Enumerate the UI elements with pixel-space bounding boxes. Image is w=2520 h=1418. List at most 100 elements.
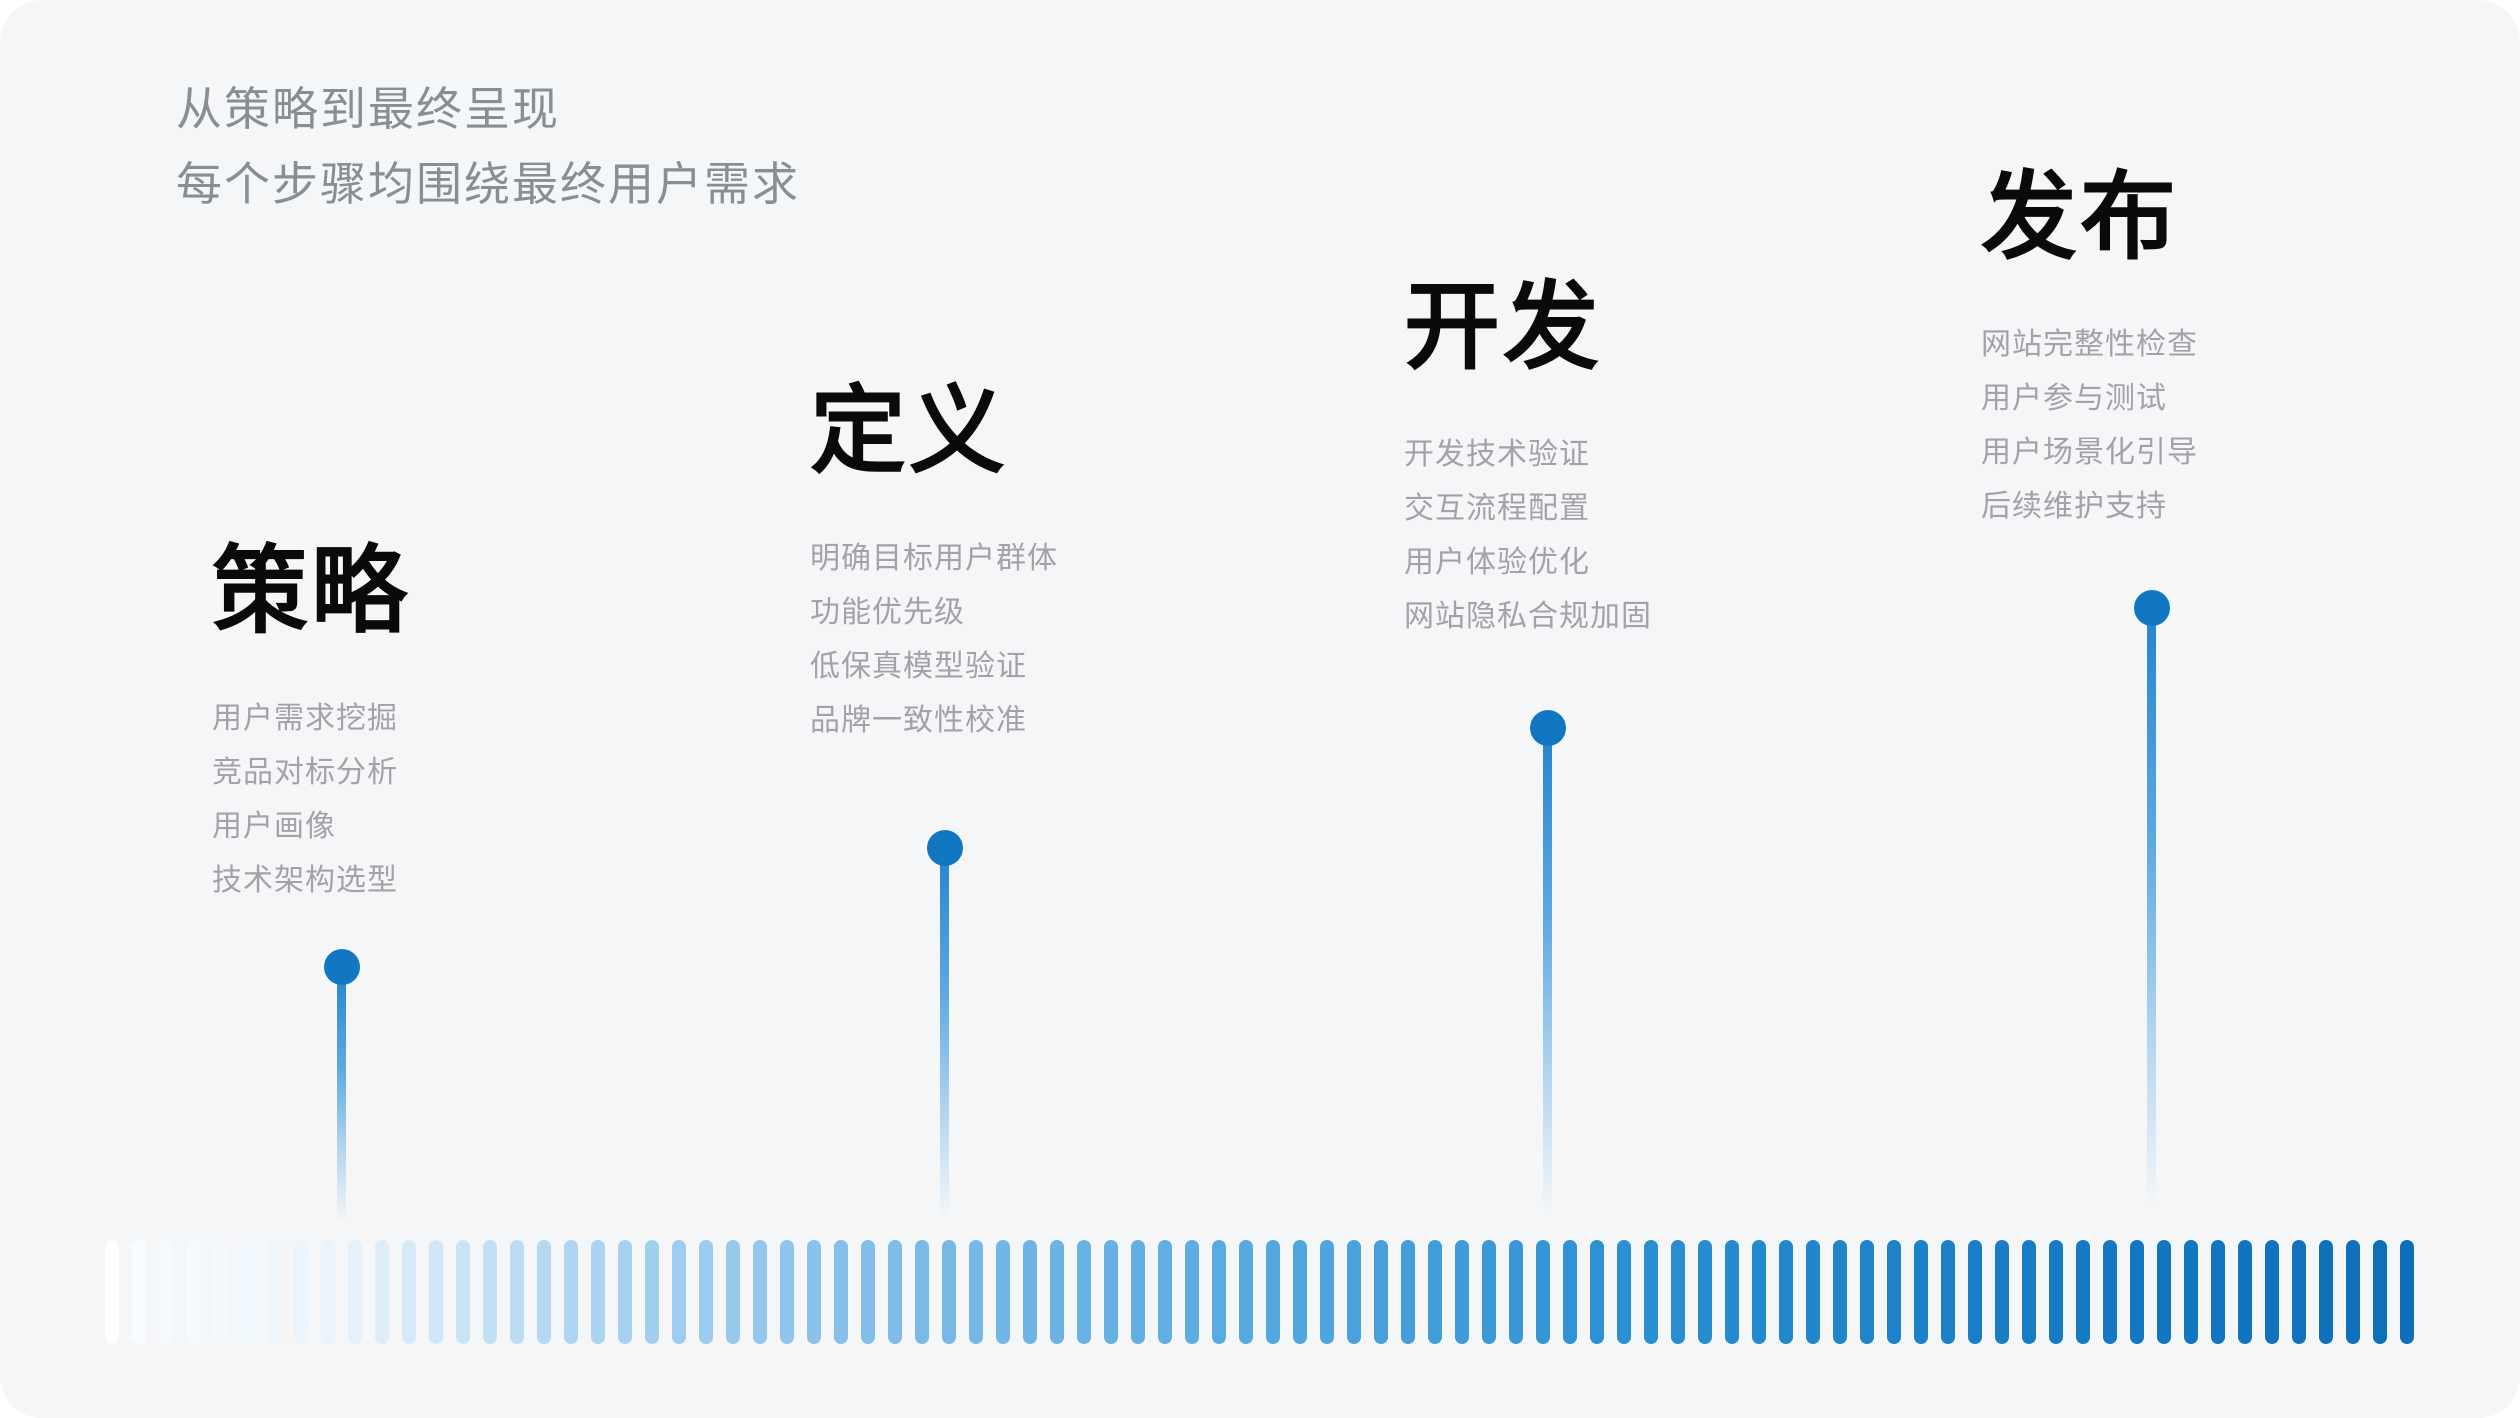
timeline-bar [2157, 1240, 2171, 1344]
timeline-bar [159, 1240, 173, 1344]
timeline-bar [429, 1240, 443, 1344]
timeline-bar [1320, 1240, 1334, 1344]
timeline-bar [2211, 1240, 2225, 1344]
timeline-bar [1428, 1240, 1442, 1344]
stage-strategy-stem [337, 967, 346, 1233]
timeline-bar [888, 1240, 902, 1344]
timeline-bar [780, 1240, 794, 1344]
stage-strategy-dot [324, 949, 360, 985]
stage-launch-dot [2134, 590, 2170, 626]
timeline-bar [1968, 1240, 1982, 1344]
timeline-bar [1752, 1240, 1766, 1344]
stage-launch-title: 发布 [1981, 164, 2179, 271]
stage-item: 技术架构选型 [212, 864, 398, 897]
timeline-bar [1050, 1240, 1064, 1344]
timeline-bar [807, 1240, 821, 1344]
timeline-bar [1401, 1240, 1415, 1344]
timeline-bar [564, 1240, 578, 1344]
timeline-bar [672, 1240, 686, 1344]
timeline-bar [1617, 1240, 1631, 1344]
stage-item: 网站隐私合规加固 [1404, 600, 1652, 633]
timeline-bar [2292, 1240, 2306, 1344]
timeline-bar [969, 1240, 983, 1344]
timeline-bar [2022, 1240, 2036, 1344]
timeline-bar [1725, 1240, 1739, 1344]
timeline-bar [996, 1240, 1010, 1344]
timeline-bar [2346, 1240, 2360, 1344]
stage-define-items: 明确目标用户群体功能优先级低保真模型验证品牌一致性校准 [810, 532, 1058, 748]
timeline-bar [1833, 1240, 1847, 1344]
stage-strategy-title: 策略 [212, 538, 410, 645]
stage-develop-stem [1543, 728, 1552, 1233]
stage-strategy: 策略 用户需求挖掘竞品对标分析用户画像技术架构选型 [212, 544, 410, 908]
timeline-bar [1077, 1240, 1091, 1344]
timeline-bar [1482, 1240, 1496, 1344]
timeline-bar [2265, 1240, 2279, 1344]
timeline-bar [1563, 1240, 1577, 1344]
timeline-bar [699, 1240, 713, 1344]
header-line-2: 每个步骤均围绕最终用户需求 [176, 158, 800, 210]
timeline-bar [1185, 1240, 1199, 1344]
stage-develop-dot [1530, 710, 1566, 746]
stage-define: 定义 明确目标用户群体功能优先级低保真模型验证品牌一致性校准 [810, 384, 1058, 748]
timeline-bar [2238, 1240, 2252, 1344]
stage-item: 网站完整性检查 [1981, 328, 2198, 361]
stage-item: 用户画像 [212, 810, 336, 843]
timeline-bar [1860, 1240, 1874, 1344]
stage-develop: 开发 开发技术验证交互流程配置用户体验优化网站隐私合规加固 [1404, 280, 1652, 644]
stage-item: 竞品对标分析 [212, 756, 398, 789]
stage-develop-items: 开发技术验证交互流程配置用户体验优化网站隐私合规加固 [1404, 428, 1652, 644]
timeline-bar [1158, 1240, 1172, 1344]
timeline-bar [942, 1240, 956, 1344]
timeline-bar [1104, 1240, 1118, 1344]
header-line-1: 从策略到最终呈现 [176, 83, 560, 135]
timeline-bar [2103, 1240, 2117, 1344]
timeline-bar [105, 1240, 119, 1344]
timeline-bar [1671, 1240, 1685, 1344]
timeline-gradient-bars [105, 1240, 2415, 1344]
timeline-bar [1347, 1240, 1361, 1344]
timeline-bar [483, 1240, 497, 1344]
stage-strategy-items: 用户需求挖掘竞品对标分析用户画像技术架构选型 [212, 692, 410, 908]
timeline-bar [2373, 1240, 2387, 1344]
timeline-bar [726, 1240, 740, 1344]
timeline-bar [2076, 1240, 2090, 1344]
stage-define-stem [940, 848, 949, 1233]
timeline-bar [510, 1240, 524, 1344]
timeline-bar [213, 1240, 227, 1344]
stage-define-title: 定义 [810, 378, 1008, 485]
stage-item: 用户场景化引导 [1981, 436, 2198, 469]
stage-item: 用户体验优化 [1404, 546, 1590, 579]
stage-item: 低保真模型验证 [810, 650, 1027, 683]
timeline-bar [915, 1240, 929, 1344]
timeline-bar [1509, 1240, 1523, 1344]
timeline-bar [1806, 1240, 1820, 1344]
timeline-bar [1536, 1240, 1550, 1344]
timeline-bar [1995, 1240, 2009, 1344]
timeline-bar [402, 1240, 416, 1344]
timeline-bar [1914, 1240, 1928, 1344]
timeline-bar [132, 1240, 146, 1344]
timeline-bar [2130, 1240, 2144, 1344]
timeline-bar [1374, 1240, 1388, 1344]
timeline-bar [1590, 1240, 1604, 1344]
timeline-bar [537, 1240, 551, 1344]
timeline-bar [618, 1240, 632, 1344]
stage-item: 开发技术验证 [1404, 438, 1590, 471]
slide-header: 从策略到最终呈现 每个步骤均围绕最终用户需求 [176, 72, 800, 222]
timeline-bar [1266, 1240, 1280, 1344]
timeline-bar [267, 1240, 281, 1344]
timeline-bar [645, 1240, 659, 1344]
timeline-bar [1023, 1240, 1037, 1344]
stage-item: 用户需求挖掘 [212, 702, 398, 735]
timeline-bar [861, 1240, 875, 1344]
stage-launch-stem [2147, 608, 2156, 1233]
timeline-bar [240, 1240, 254, 1344]
timeline-bar [1644, 1240, 1658, 1344]
stage-item: 明确目标用户群体 [810, 542, 1058, 575]
timeline-bar [1293, 1240, 1307, 1344]
timeline-bar [294, 1240, 308, 1344]
stage-develop-title: 开发 [1404, 274, 1602, 381]
